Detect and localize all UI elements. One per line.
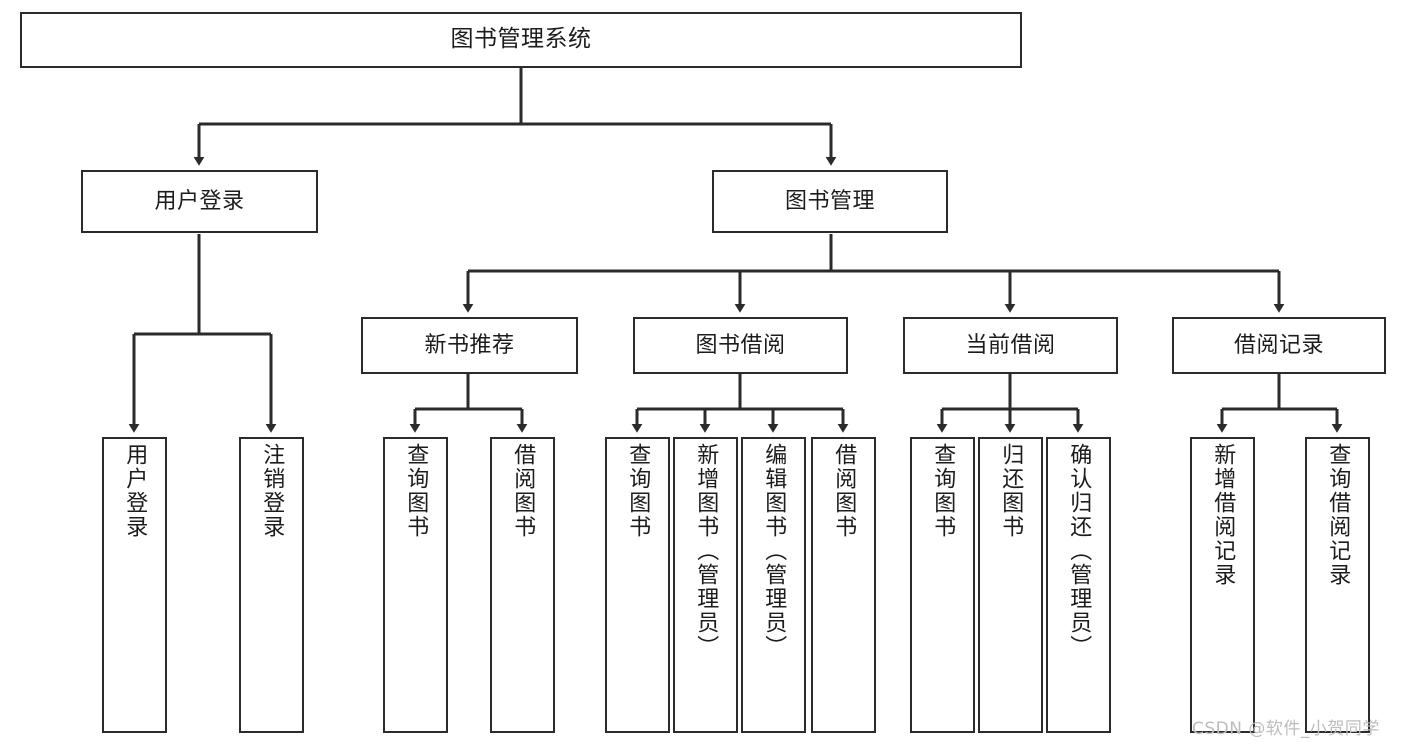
- node-label: 查询借阅记录: [1325, 443, 1351, 587]
- node-leaf-query-borrow-record[interactable]: 查询借阅记录: [1305, 437, 1370, 733]
- node-leaf-borrow-book[interactable]: 借阅图书: [811, 437, 876, 733]
- node-borrowing-record[interactable]: 借阅记录: [1172, 317, 1386, 374]
- node-leaf-borrow-book-recommend[interactable]: 借阅图书: [490, 437, 555, 733]
- node-label: 确认归还（管理员）: [1066, 443, 1092, 659]
- node-current-borrowing[interactable]: 当前借阅: [903, 317, 1118, 374]
- node-book-borrowing[interactable]: 图书借阅: [633, 317, 848, 374]
- node-leaf-query-book-recommend[interactable]: 查询图书: [383, 437, 448, 733]
- node-leaf-confirm-return-admin[interactable]: 确认归还（管理员）: [1046, 437, 1111, 733]
- node-leaf-add-borrow-record[interactable]: 新增借阅记录: [1190, 437, 1255, 733]
- node-label: 查询图书: [403, 443, 429, 539]
- node-label: 注销登录: [259, 443, 285, 539]
- node-leaf-return-book[interactable]: 归还图书: [978, 437, 1043, 733]
- node-label: 查询图书: [625, 443, 651, 539]
- node-user-login[interactable]: 用户登录: [81, 170, 318, 233]
- node-label: 新增借阅记录: [1210, 443, 1236, 587]
- node-label: 借阅图书: [831, 443, 857, 539]
- node-label: 编辑图书（管理员）: [761, 443, 787, 659]
- csdn-watermark: CSDN @软件_小贺同学: [1192, 719, 1380, 739]
- node-label: 借阅记录: [1233, 332, 1324, 358]
- node-label: 新增图书（管理员）: [693, 443, 719, 659]
- node-label: 图书管理系统: [450, 26, 592, 53]
- node-root-book-management-system[interactable]: 图书管理系统: [20, 12, 1022, 68]
- node-leaf-edit-book-admin[interactable]: 编辑图书（管理员）: [741, 437, 806, 733]
- node-label: 借阅图书: [510, 443, 536, 539]
- node-leaf-logout[interactable]: 注销登录: [239, 437, 304, 733]
- node-leaf-add-book-admin[interactable]: 新增图书（管理员）: [673, 437, 738, 733]
- node-label: 用户登录: [154, 188, 245, 214]
- node-label: 用户登录: [122, 443, 148, 539]
- node-book-management[interactable]: 图书管理: [712, 170, 948, 233]
- node-label: 图书借阅: [695, 332, 786, 358]
- node-new-book-recommendation[interactable]: 新书推荐: [361, 317, 578, 374]
- node-label: 新书推荐: [424, 332, 515, 358]
- node-label: 归还图书: [998, 443, 1024, 539]
- node-label: 图书管理: [784, 188, 875, 214]
- node-label: 当前借阅: [965, 332, 1056, 358]
- node-leaf-query-book-borrow[interactable]: 查询图书: [605, 437, 670, 733]
- node-label: 查询图书: [930, 443, 956, 539]
- node-leaf-query-book-current[interactable]: 查询图书: [910, 437, 975, 733]
- node-leaf-user-login[interactable]: 用户登录: [102, 437, 167, 733]
